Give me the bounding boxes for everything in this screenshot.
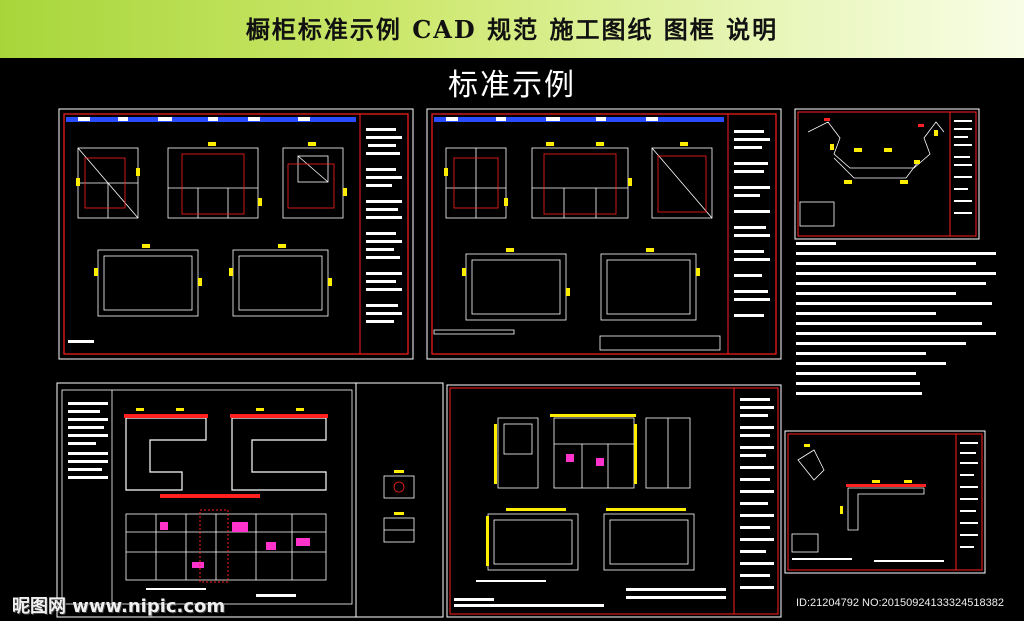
drawing-sheet-3 [794,108,980,240]
drawing-sheet-4 [56,382,444,618]
title-strip [66,117,356,122]
drawing-sheet-2 [426,108,782,360]
drawing-sheet-5 [446,384,782,618]
watermark: 昵图网 www.nipic.com [12,596,226,617]
drawing-sheet-6 [784,430,986,574]
legend-block [366,128,402,323]
page-title: 标准示例 [448,68,576,103]
top-banner: 橱柜标准示例 CAD 规范 施工图纸 图框 说明 [0,0,1024,58]
notes-text-block [796,242,996,395]
banner-title: 橱柜标准示例 CAD 规范 施工图纸 图框 说明 [245,15,779,44]
image-id-label: ID:21204792 NO:20150924133324518382 [796,597,1004,609]
drawing-sheet-1 [58,108,414,360]
